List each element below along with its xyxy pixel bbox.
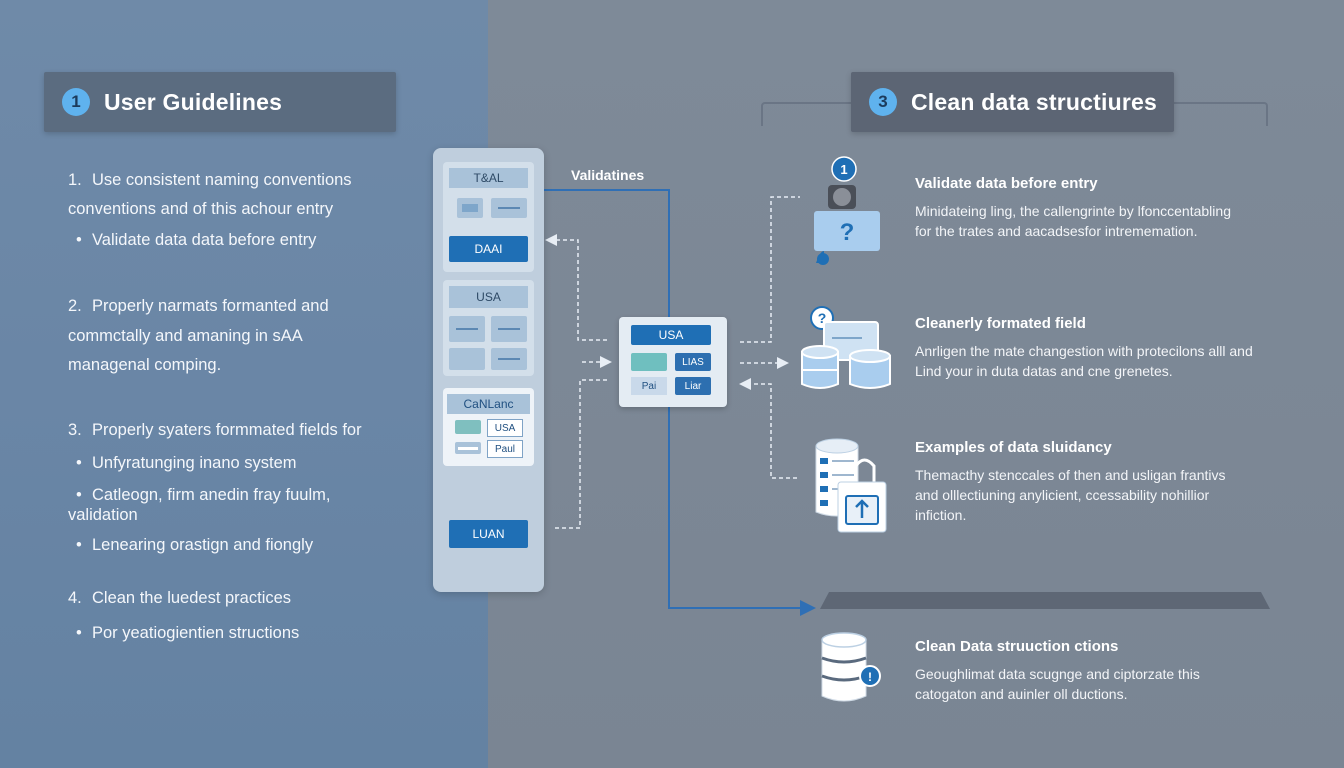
guideline-item: commctally and amaning in sAA [68,327,303,345]
header-number-badge: 3 [869,88,897,116]
field-box[interactable] [449,348,485,370]
country-button[interactable]: USA [631,325,711,345]
field-box[interactable] [457,198,483,218]
guideline-item: 3.Properly syaters formmated fields for [68,421,362,439]
field-box[interactable] [449,316,485,342]
svg-text:?: ? [818,310,827,326]
guideline-item: 1.Use consistent naming conventions [68,171,352,189]
user-guidelines-header: 1 User Guidelines [44,72,396,132]
field-box[interactable] [491,198,527,218]
form-card: CaNLanc USA Paul [443,388,534,466]
form-card: USA [443,280,534,376]
data-button[interactable]: DAAI [449,236,528,262]
section-title: Clean Data struuction ctions [915,638,1119,655]
field-box[interactable] [455,420,481,434]
guideline-item: •Catleogn, firm anedin fray fuulm, [76,486,331,504]
user-question-icon: 1 ? [806,155,886,272]
header-number-badge: 1 [62,88,90,116]
center-form-panel: USA LIAS Pai Liar [619,317,727,407]
section-title: Validate data before entry [915,175,1098,192]
guideline-item: conventions and of this achour entry [68,200,334,218]
section-description: Minidateing ling, the callengrinte by lf… [915,203,1231,239]
field-box[interactable] [491,348,527,370]
field-tag: Paul [487,440,523,458]
form-card: T&AL DAAI [443,162,534,272]
header-title: User Guidelines [104,88,283,115]
header-title: Clean data structiures [911,88,1157,115]
card-label: T&AL [449,168,528,188]
section-title: Cleanerly formated field [915,315,1086,332]
submit-button[interactable]: LUAN [449,520,528,548]
section-title: Examples of data sluidancy [915,439,1112,456]
guideline-item: •Por yeatiogientien structions [76,624,300,642]
guideline-item: •Validate data data before entry [76,231,317,249]
section-description: Geoughlimat data scugnge and ciptorzate … [915,666,1200,702]
server-upload-icon [812,436,892,541]
card-label: USA [449,286,528,308]
guideline-item: •Unfyratunging inano system [76,454,297,472]
form-panel: T&AL DAAI USA CaNLanc USA Paul LUAN [433,148,544,592]
clean-data-header: 3 Clean data structiures [851,72,1174,132]
guideline-item: managenal comping. [68,356,222,374]
field-box[interactable] [455,442,481,454]
card-label: CaNLanc [447,394,530,414]
section-description: Themacthy stenccales of then and usligan… [915,467,1226,523]
guideline-item: •Lenearing orastign and fiongly [76,536,314,554]
guideline-item: 2.Properly narmats formanted and [68,297,329,315]
validatines-label: Validatines [571,167,645,183]
section-divider-band [820,592,1270,609]
field-tag[interactable]: Liar [675,377,711,395]
guideline-item: validation [68,506,138,524]
database-info-icon: ! [818,630,884,715]
svg-text:?: ? [840,219,855,246]
field-tag[interactable]: LIAS [675,353,711,371]
database-forms-icon: ? [800,304,892,399]
guideline-item: 4.Clean the luedest practices [68,589,292,607]
section-description: Anrligen the mate changestion with prote… [915,343,1253,379]
field-box[interactable] [631,353,667,371]
icon-badge-number: 1 [840,162,847,177]
field-tag: USA [487,419,523,437]
svg-text:!: ! [868,670,872,684]
field-box[interactable] [491,316,527,342]
field-tag: Pai [631,377,667,395]
